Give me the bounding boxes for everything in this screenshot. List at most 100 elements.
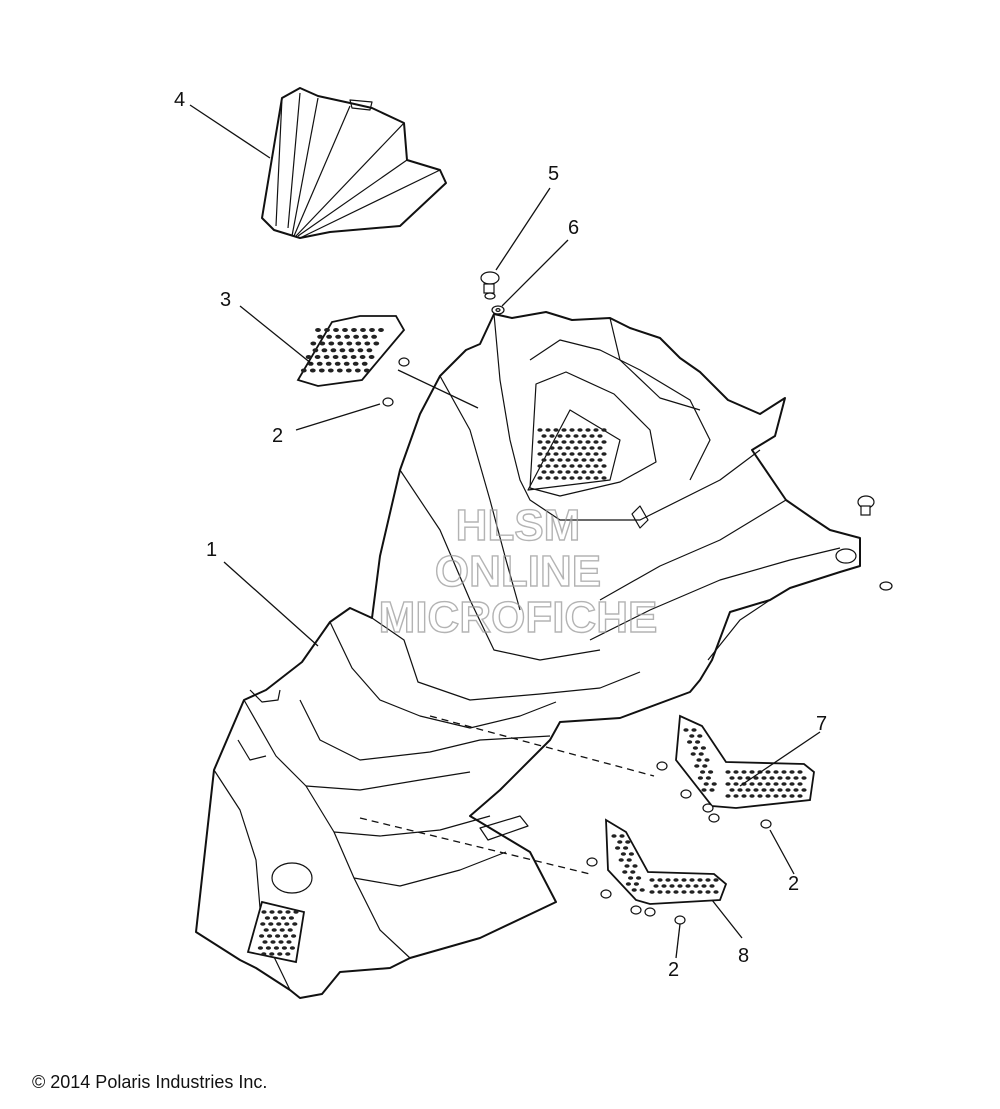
mesh-cell <box>553 428 559 432</box>
mesh-cell <box>624 864 630 868</box>
mesh-cell <box>618 858 624 862</box>
mesh-cell <box>577 476 583 480</box>
mesh-cell <box>597 458 603 462</box>
mesh-cell <box>366 348 373 353</box>
mesh-cell <box>341 355 348 359</box>
mesh-cell <box>725 770 731 774</box>
mesh-cell <box>689 878 695 882</box>
mesh-cell <box>622 870 628 874</box>
mesh-cell <box>593 452 599 456</box>
mesh-cell <box>630 870 636 874</box>
mesh-cell <box>765 770 771 774</box>
mesh-cell <box>330 348 337 353</box>
mesh-cell <box>593 476 599 480</box>
mesh-cell <box>585 452 591 456</box>
mesh-cell <box>708 770 714 774</box>
mesh-cell <box>541 458 547 462</box>
callout-3: 3 <box>220 289 231 311</box>
mesh-cell <box>765 794 771 798</box>
mesh-cell <box>789 794 795 798</box>
leader-hood-vent <box>397 369 479 409</box>
mesh-cell <box>273 946 279 950</box>
watermark-line-3: MICROFICHE <box>379 593 658 642</box>
mesh-cell <box>757 794 763 798</box>
mesh-cell <box>353 334 359 339</box>
mesh-cell <box>553 440 559 444</box>
leader-3 <box>239 305 313 365</box>
mesh-cell <box>318 368 325 373</box>
mesh-cell <box>293 910 299 914</box>
mesh-cell <box>597 434 603 438</box>
mesh-cell <box>275 934 281 938</box>
mesh-cell <box>316 361 323 366</box>
mesh-cell <box>335 334 341 339</box>
mesh-cell <box>541 470 547 474</box>
mesh-cell <box>725 782 731 786</box>
mesh-cell <box>286 940 292 944</box>
mesh-cell <box>589 470 595 474</box>
mesh-cell <box>737 788 743 792</box>
mesh-cell <box>733 770 739 774</box>
mesh-cell <box>259 934 265 938</box>
mesh-cell <box>545 452 551 456</box>
mesh-cell <box>769 776 775 780</box>
mesh-cell <box>619 834 625 838</box>
mesh-cell <box>781 782 787 786</box>
mesh-cell <box>269 952 275 956</box>
leader-8 <box>711 899 743 939</box>
mesh-cell <box>573 470 579 474</box>
mesh-cell <box>368 355 375 359</box>
mesh-cell <box>569 476 575 480</box>
mesh-cell <box>360 328 366 332</box>
mesh-cell <box>336 368 343 373</box>
mesh-cell <box>287 928 293 932</box>
mesh-cell <box>741 770 747 774</box>
mesh-cell <box>793 776 799 780</box>
mesh-cell <box>271 928 277 932</box>
mesh-cell <box>537 428 543 432</box>
mesh-cell <box>276 922 282 926</box>
mesh-cell <box>278 940 284 944</box>
mesh-cell <box>561 440 567 444</box>
mesh-cell <box>611 834 617 838</box>
watermark-line-2: ONLINE <box>435 547 601 596</box>
leader-5 <box>495 187 551 271</box>
mesh-cell <box>561 452 567 456</box>
mesh-cell <box>694 764 700 768</box>
mesh-cell <box>346 341 353 346</box>
mesh-cell <box>631 888 637 892</box>
mesh-cell <box>801 788 807 792</box>
mesh-cell <box>615 846 621 850</box>
mesh-cell <box>761 788 767 792</box>
mesh-cell <box>352 361 359 366</box>
leader-7 <box>739 731 821 787</box>
mesh-cell <box>753 788 759 792</box>
mesh-cell <box>337 341 344 346</box>
mesh-cell <box>257 946 263 950</box>
mesh-cell <box>277 910 283 914</box>
mesh-cell <box>593 440 599 444</box>
mesh-cell <box>773 770 779 774</box>
callout-2-upper: 2 <box>272 425 283 447</box>
mesh-cell <box>689 890 695 894</box>
mesh-cell <box>701 788 707 792</box>
mesh-cell <box>345 368 352 373</box>
mesh-cell <box>733 782 739 786</box>
mesh-cell <box>793 788 799 792</box>
mesh-cell <box>601 464 607 468</box>
callout-4: 4 <box>174 89 185 111</box>
mesh-cell <box>557 458 563 462</box>
mesh-cell <box>577 440 583 444</box>
mesh-cell <box>681 890 687 894</box>
mesh-cell <box>573 458 579 462</box>
mesh-cell <box>628 852 635 856</box>
part-nuts-vent <box>382 357 410 407</box>
callout-6: 6 <box>568 217 579 239</box>
mesh-cell <box>312 348 319 353</box>
mesh-cell <box>549 446 555 450</box>
mesh-cell <box>305 355 312 359</box>
mesh-cell <box>288 916 294 920</box>
mesh-cell <box>749 770 755 774</box>
mesh-cell <box>262 940 268 944</box>
hood-mesh-front <box>246 900 306 964</box>
